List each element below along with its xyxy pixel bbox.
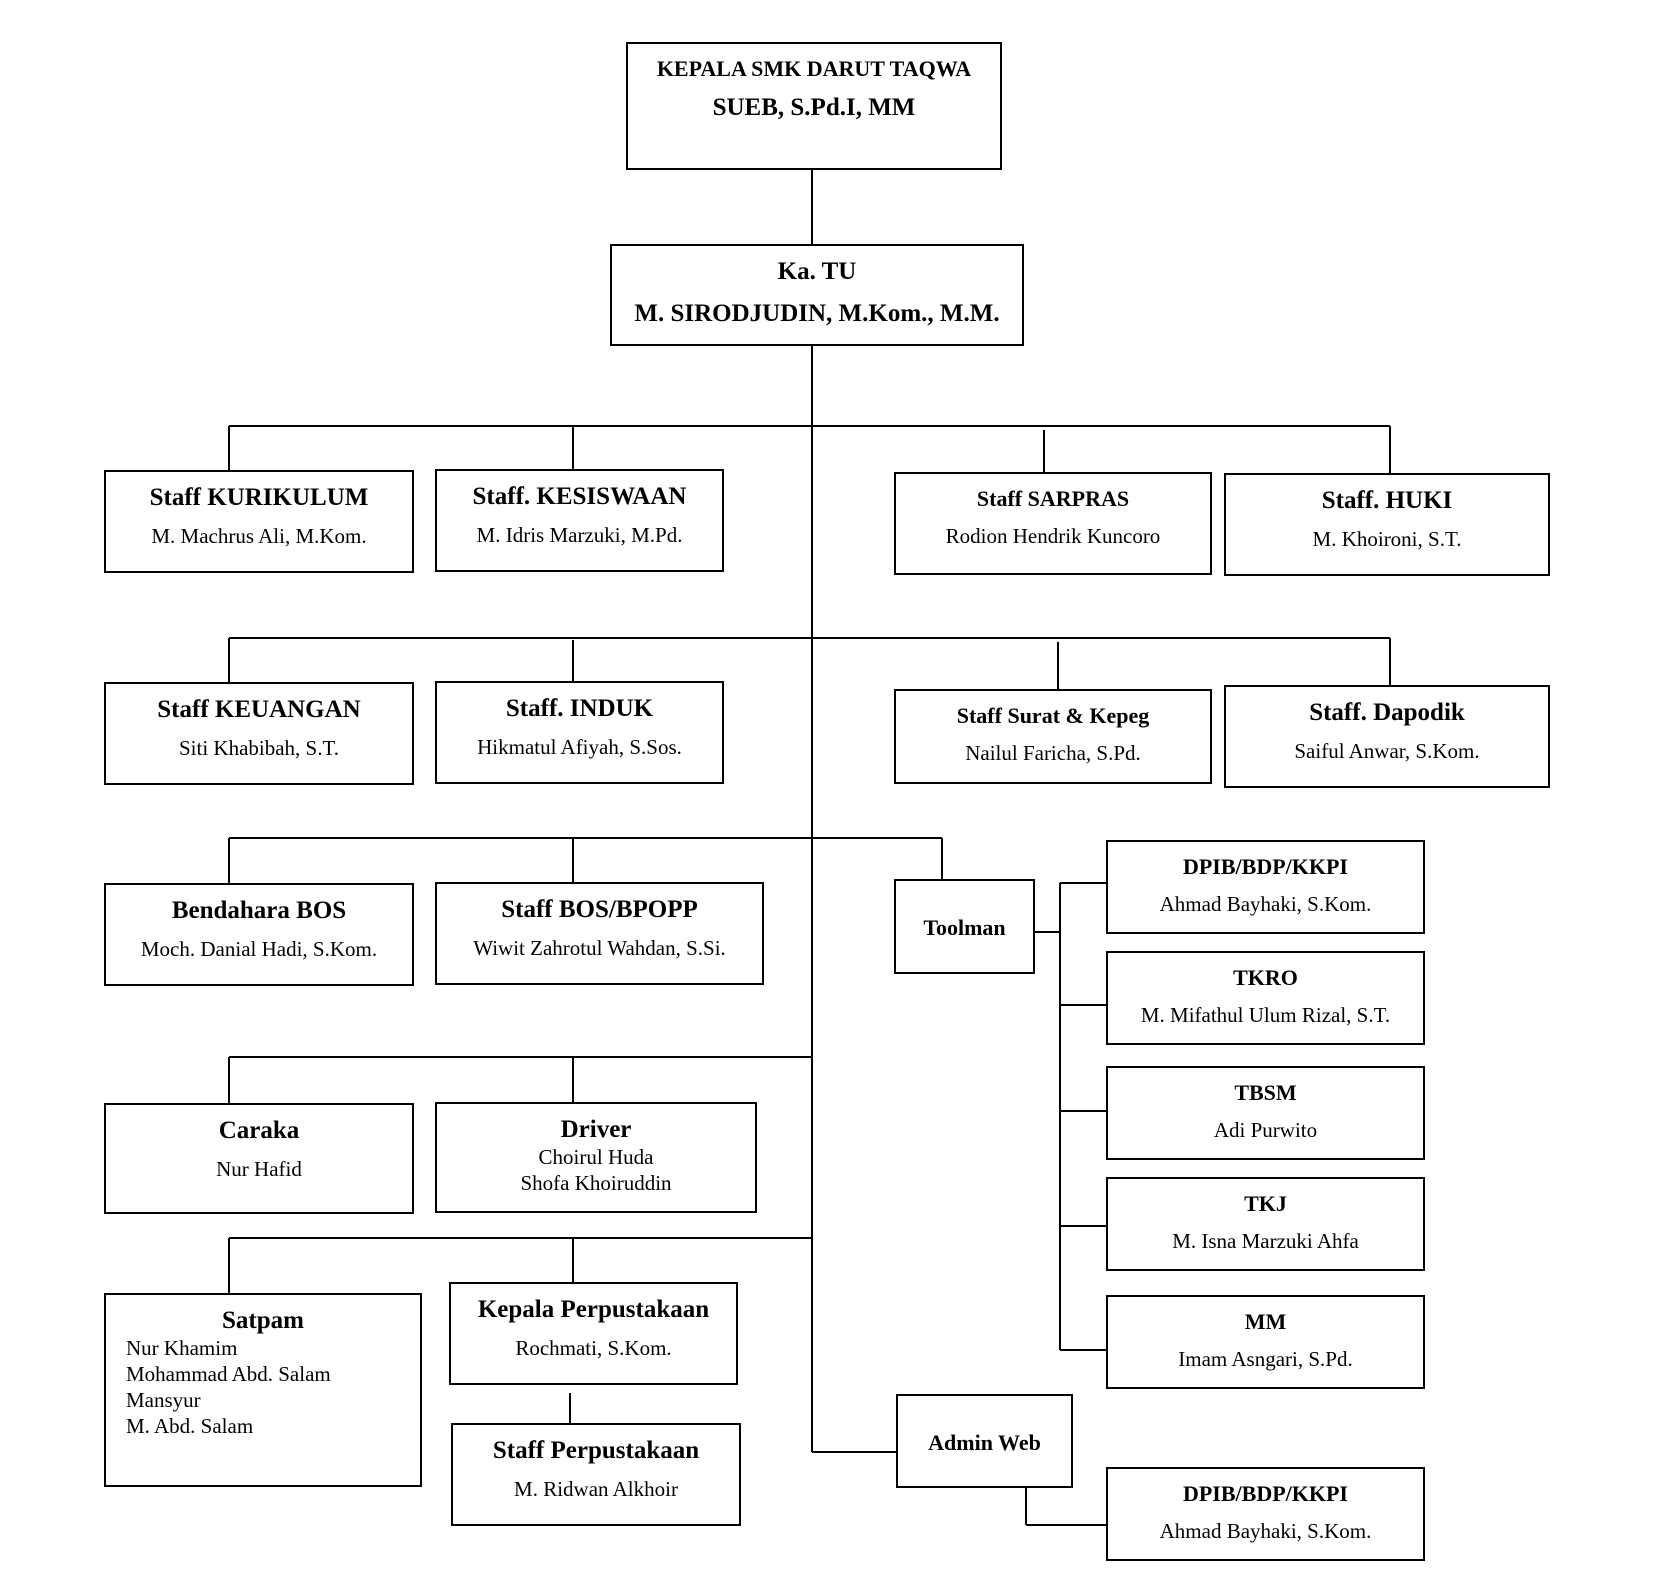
node-name: Saiful Anwar, S.Kom. [1294,739,1480,763]
node-name: M. Idris Marzuki, M.Pd. [476,523,683,547]
node-title: Staff BOS/BPOPP [501,896,698,923]
node-bendahara-bos: Bendahara BOS Moch. Danial Hadi, S.Kom. [104,883,414,986]
node-toolman: Toolman [894,879,1035,974]
node-name: Rochmati, S.Kom. [515,1336,672,1360]
node-name: M. Isna Marzuki Ahfa [1172,1229,1359,1253]
node-staff-kesiswaan: Staff. KESISWAAN M. Idris Marzuki, M.Pd. [435,469,724,572]
satpam-name: Mansyur [126,1388,201,1412]
node-title: Satpam [222,1307,304,1334]
node-name: M. Khoironi, S.T. [1312,527,1462,551]
node-title: Staff SARPRAS [976,486,1130,511]
node-tbsm: TBSM Adi Purwito [1106,1066,1425,1160]
node-staff-kurikulum: Staff KURIKULUM M. Machrus Ali, M.Kom. [104,470,414,573]
node-title: Ka. TU [777,258,857,285]
node-kepala-sekolah: KEPALA SMK DARUT TAQWA SUEB, S.Pd.I, MM [626,42,1002,170]
node-name: Ahmad Bayhaki, S.Kom. [1159,1519,1372,1543]
node-title: Kepala Perpustakaan [477,1296,710,1323]
node-title: Staff KEUANGAN [157,696,361,723]
node-name: M. SIRODJUDIN, M.Kom., M.M. [634,300,1000,327]
node-staff-huki: Staff. HUKI M. Khoironi, S.T. [1224,473,1550,576]
node-dpib-bdp-kkpi-admin: DPIB/BDP/KKPI Ahmad Bayhaki, S.Kom. [1106,1467,1425,1561]
node-title: DPIB/BDP/KKPI [1182,854,1348,879]
node-title: Caraka [218,1117,300,1144]
node-title: Staff. Dapodik [1309,699,1465,726]
node-staff-perpustakaan: Staff Perpustakaan M. Ridwan Alkhoir [451,1423,741,1526]
driver-name: Shofa Khoiruddin [520,1171,672,1195]
node-title: Bendahara BOS [171,897,347,924]
node-staff-sarpras: Staff SARPRAS Rodion Hendrik Kuncoro [894,472,1212,575]
node-title: KEPALA SMK DARUT TAQWA [656,56,972,81]
node-ka-tu: Ka. TU M. SIRODJUDIN, M.Kom., M.M. [610,244,1024,346]
driver-names: Choirul Huda Shofa Khoiruddin [437,1144,755,1196]
node-name: M. Machrus Ali, M.Kom. [151,524,367,548]
node-name: Ahmad Bayhaki, S.Kom. [1159,892,1372,916]
satpam-name: Mohammad Abd. Salam [126,1362,331,1386]
node-title: Staff Perpustakaan [492,1437,700,1464]
node-name: Siti Khabibah, S.T. [178,736,340,760]
node-name: SUEB, S.Pd.I, MM [712,94,916,121]
node-name: M. Mifathul Ulum Rizal, S.T. [1140,1003,1391,1027]
node-title: Toolman [923,915,1006,940]
node-staff-surat-kepeg: Staff Surat & Kepeg Nailul Faricha, S.Pd… [894,689,1212,784]
node-name: Wiwit Zahrotul Wahdan, S.Si. [473,936,726,960]
node-title: TKRO [1233,965,1298,990]
satpam-name: Nur Khamim [126,1336,238,1360]
node-mm: MM Imam Asngari, S.Pd. [1106,1295,1425,1389]
node-name: Moch. Danial Hadi, S.Kom. [140,937,378,961]
node-title: Staff. INDUK [505,695,654,722]
node-satpam: Satpam Nur Khamim Mohammad Abd. Salam Ma… [104,1293,422,1487]
node-name: Nur Hafid [216,1157,302,1181]
node-title: MM [1244,1309,1287,1334]
node-title: Staff Surat & Kepeg [956,703,1150,728]
node-title: Staff. KESISWAAN [472,483,687,510]
satpam-name: M. Abd. Salam [126,1414,254,1438]
satpam-names: Nur Khamim Mohammad Abd. Salam Mansyur M… [106,1335,420,1439]
node-staff-induk: Staff. INDUK Hikmatul Afiyah, S.Sos. [435,681,724,784]
node-name: Rodion Hendrik Kuncoro [945,524,1161,548]
node-name: Imam Asngari, S.Pd. [1178,1347,1353,1371]
node-kepala-perpustakaan: Kepala Perpustakaan Rochmati, S.Kom. [449,1282,738,1385]
node-caraka: Caraka Nur Hafid [104,1103,414,1214]
node-title: TKJ [1244,1191,1287,1216]
node-title: DPIB/BDP/KKPI [1182,1481,1348,1506]
node-staff-bos-bpopp: Staff BOS/BPOPP Wiwit Zahrotul Wahdan, S… [435,882,764,985]
node-driver: Driver Choirul Huda Shofa Khoiruddin [435,1102,757,1213]
node-staff-keuangan: Staff KEUANGAN Siti Khabibah, S.T. [104,682,414,785]
node-name: Adi Purwito [1213,1118,1318,1142]
node-tkj: TKJ M. Isna Marzuki Ahfa [1106,1177,1425,1271]
node-name: Hikmatul Afiyah, S.Sos. [477,735,682,759]
driver-name: Choirul Huda [538,1145,654,1169]
node-title: Staff KURIKULUM [149,484,369,511]
node-title: Admin Web [928,1430,1041,1455]
node-dpib-bdp-kkpi: DPIB/BDP/KKPI Ahmad Bayhaki, S.Kom. [1106,840,1425,934]
node-title: Staff. HUKI [1321,487,1453,514]
node-tkro: TKRO M. Mifathul Ulum Rizal, S.T. [1106,951,1425,1045]
node-admin-web: Admin Web [896,1394,1073,1488]
node-staff-dapodik: Staff. Dapodik Saiful Anwar, S.Kom. [1224,685,1550,788]
node-name: Nailul Faricha, S.Pd. [965,741,1141,765]
node-title: TBSM [1234,1080,1297,1105]
node-title: Driver [560,1116,632,1143]
node-name: M. Ridwan Alkhoir [514,1477,678,1501]
